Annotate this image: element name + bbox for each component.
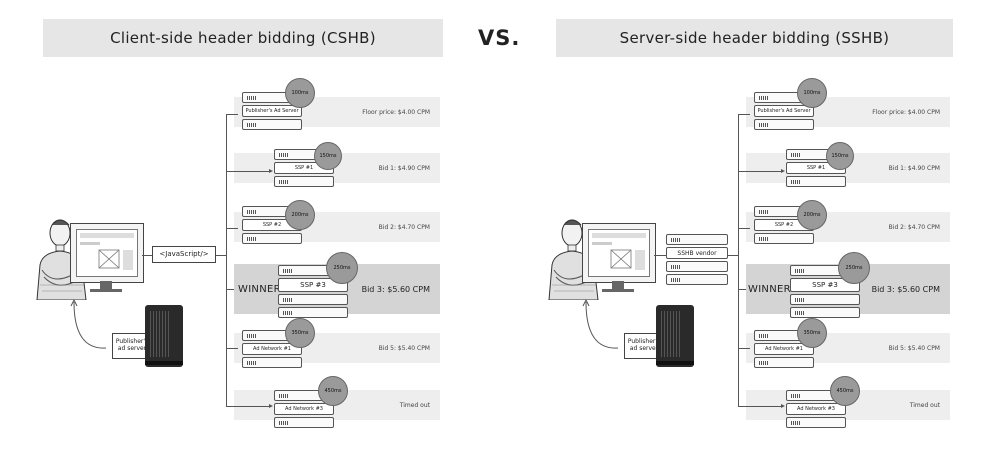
- monitor-base: [602, 289, 634, 292]
- right-title: Server-side header bidding (SSHB): [619, 29, 890, 47]
- monitor-screen: [76, 229, 138, 277]
- tree-trunk: [226, 114, 227, 407]
- vendor-label: SSHB vendor: [666, 247, 728, 259]
- server-label: Ad Network #3: [786, 403, 846, 415]
- latency-badge: 450ms: [318, 376, 348, 406]
- row-label: Bid 5: $5.40 CPM: [888, 344, 940, 352]
- server-ad-network-1: Ad Network #1: [242, 330, 302, 370]
- server-ad-network-1: Ad Network #1: [754, 330, 814, 370]
- latency-badge: 200ms: [285, 200, 315, 230]
- connector-line-2: [728, 255, 738, 256]
- winner-label: WINNER: [748, 284, 791, 295]
- server-label: Ad Network #1: [754, 343, 814, 355]
- row-label: Bid 1: $4.90 CPM: [888, 164, 940, 172]
- server-publisher-ad-server: Publisher's Ad Server: [754, 92, 814, 132]
- monitor-icon: [582, 223, 656, 283]
- row-label: Floor price: $4.00 CPM: [872, 108, 940, 116]
- left-title-bar: Client-side header bidding (CSHB): [43, 19, 443, 57]
- server-ssp-3: SSP #3: [790, 265, 860, 320]
- row-label: Timed out: [399, 401, 430, 409]
- row-label-winner: Bid 3: $5.60 CPM: [871, 284, 940, 294]
- latency-badge: 150ms: [826, 142, 854, 170]
- server-ad-network-3: Ad Network #3: [786, 390, 846, 430]
- monitor-screen: [588, 229, 650, 277]
- monitor-base: [90, 289, 122, 292]
- monitor-icon: [70, 223, 144, 283]
- right-title-bar: Server-side header bidding (SSHB): [556, 19, 953, 57]
- server-label: SSP #3: [790, 278, 860, 292]
- connector-line: [654, 255, 666, 256]
- server-label: Publisher's Ad Server: [754, 105, 814, 117]
- row-label: Bid 2: $4.70 CPM: [888, 223, 940, 231]
- connector-line-2: [216, 255, 226, 256]
- server-ssp-3: SSP #3: [278, 265, 348, 320]
- curved-arrow: [582, 298, 619, 349]
- connector-line: [142, 255, 152, 256]
- curved-arrow: [70, 298, 107, 349]
- monitor-stand: [100, 281, 112, 289]
- latency-badge: 150ms: [314, 142, 342, 170]
- ad-server-tower-icon: [656, 305, 694, 367]
- winner-label: WINNER: [238, 284, 281, 295]
- latency-badge: 100ms: [285, 78, 315, 108]
- monitor-stand: [612, 281, 624, 289]
- latency-badge: 250ms: [838, 252, 870, 284]
- javascript-tag: <JavaScript/>: [152, 246, 216, 263]
- server-label: Publisher's Ad Server: [242, 105, 302, 117]
- tree-trunk: [738, 114, 739, 407]
- row-label: Bid 5: $5.40 CPM: [378, 344, 430, 352]
- vs-label: VS.: [478, 26, 521, 50]
- latency-badge: 250ms: [326, 252, 358, 284]
- row-label: Bid 2: $4.70 CPM: [378, 223, 430, 231]
- server-label: Ad Network #3: [274, 403, 334, 415]
- row-label: Floor price: $4.00 CPM: [362, 108, 430, 116]
- server-ad-network-3: Ad Network #3: [274, 390, 334, 430]
- server-ssp-2: SSP #2: [754, 206, 814, 246]
- row-label: Bid 1: $4.90 CPM: [378, 164, 430, 172]
- left-title: Client-side header bidding (CSHB): [110, 29, 376, 47]
- latency-badge: 350ms: [285, 318, 315, 348]
- server-label: Ad Network #1: [242, 343, 302, 355]
- row-label-winner: Bid 3: $5.60 CPM: [361, 284, 430, 294]
- latency-badge: 100ms: [797, 78, 827, 108]
- latency-badge: 200ms: [797, 200, 827, 230]
- ad-server-tower-icon: [145, 305, 183, 367]
- latency-badge: 350ms: [797, 318, 827, 348]
- server-label: SSP #3: [278, 278, 348, 292]
- sshb-vendor-server: SSHB vendor: [666, 234, 728, 287]
- latency-badge: 450ms: [830, 376, 860, 406]
- server-publisher-ad-server: Publisher's Ad Server: [242, 92, 302, 132]
- server-ssp-1: SSP #1: [274, 149, 334, 189]
- row-label: Timed out: [909, 401, 940, 409]
